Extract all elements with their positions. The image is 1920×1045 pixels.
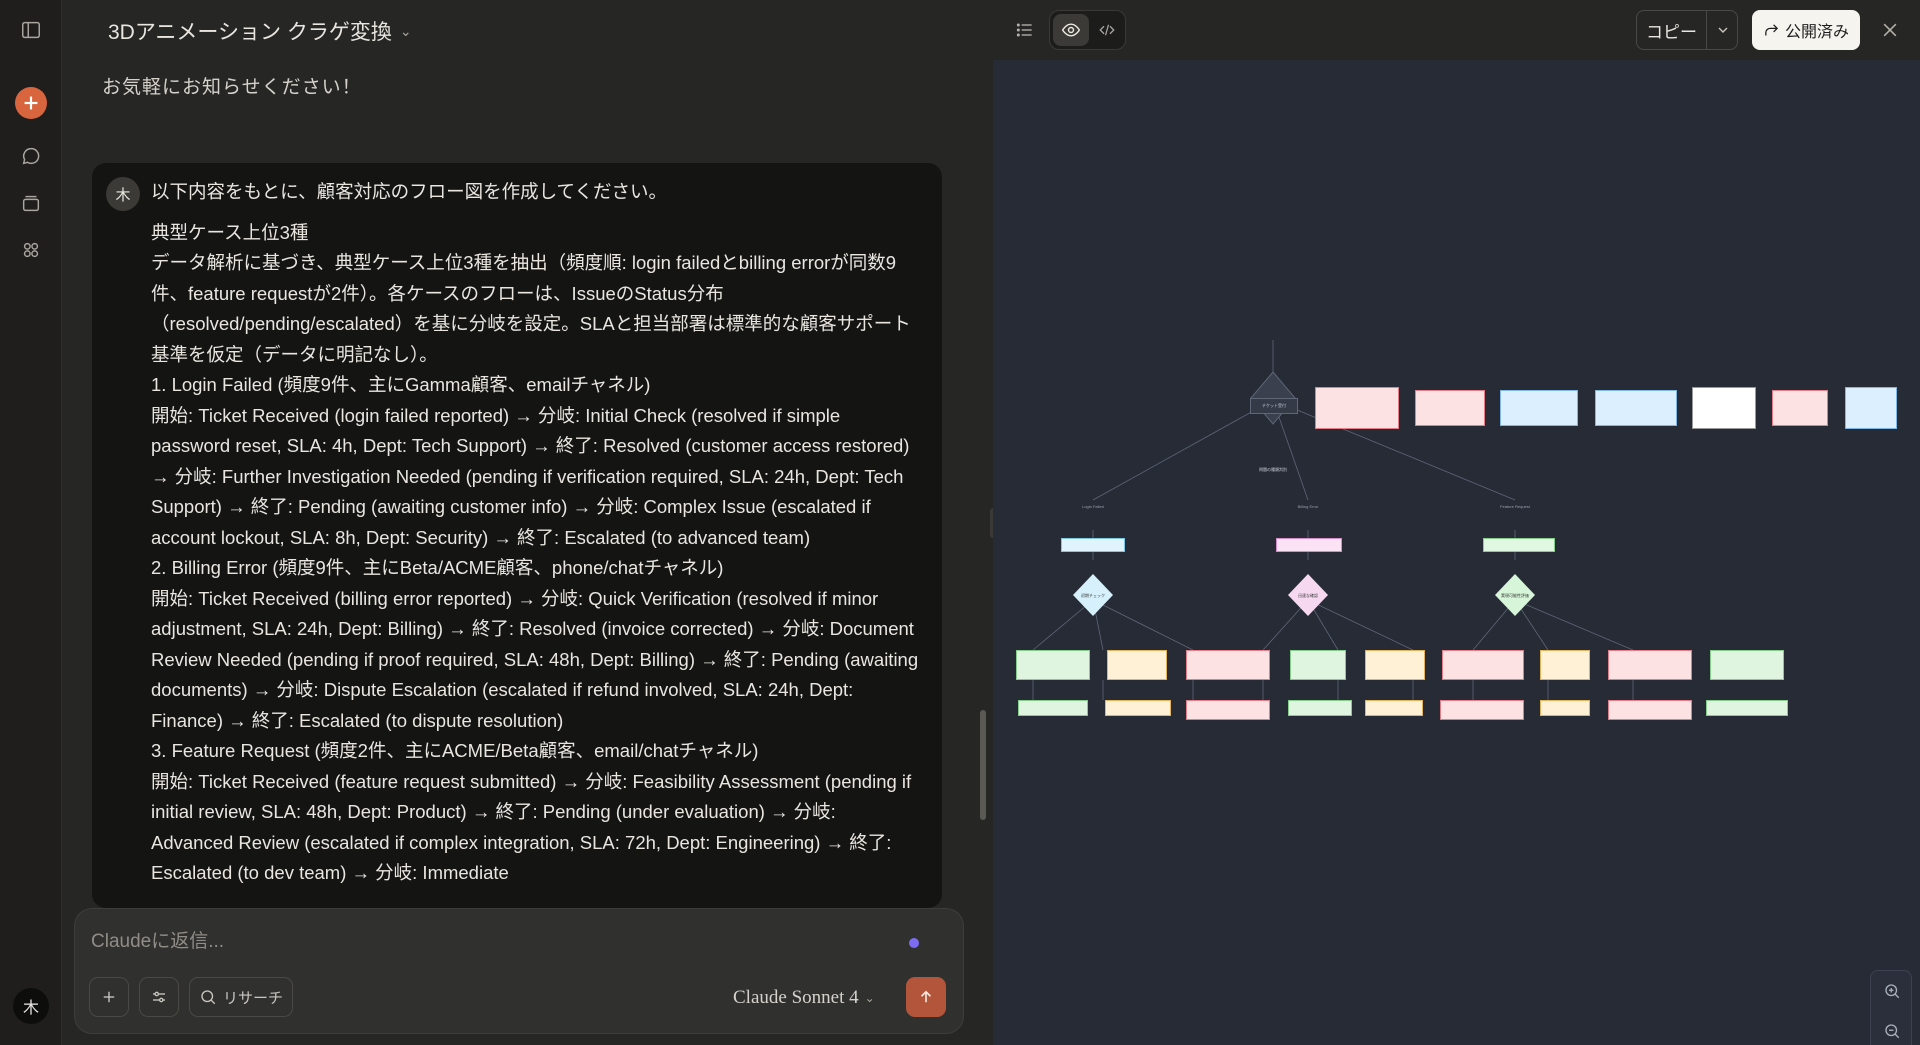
end-node <box>1186 700 1270 720</box>
message-line: 2. Billing Error (頻度9件、主にBeta/ACME顧客、pho… <box>151 557 724 578</box>
legend-card <box>1595 390 1677 426</box>
zoom-in-icon[interactable] <box>1871 971 1913 1011</box>
legend-card <box>1415 390 1485 426</box>
branch-label: Billing Error <box>1297 504 1319 509</box>
plus-icon <box>103 991 115 1003</box>
status-dot-icon <box>909 938 919 948</box>
send-button[interactable] <box>906 977 946 1017</box>
view-toggle <box>1049 10 1126 50</box>
branch-check-label: 迅速な確認 <box>1298 593 1318 598</box>
branch-node <box>1276 538 1342 552</box>
chat-pane: 3Dアニメーション クラゲ変換 ⌄ お気軽にお知らせください！ 木 以下内容をも… <box>62 0 992 1045</box>
zoom-controls <box>1870 970 1912 1045</box>
legend-card <box>1692 387 1756 429</box>
previous-assistant-message: お気軽にお知らせください！ <box>102 77 362 98</box>
end-node <box>1105 700 1171 716</box>
model-selector[interactable]: Claude Sonnet 4 ⌄ <box>733 987 875 1009</box>
message-line: 開始: Ticket Received (billing error repor… <box>151 587 919 731</box>
outcome-node <box>1186 650 1270 680</box>
end-node <box>1018 700 1088 716</box>
research-button[interactable]: リサーチ <box>189 977 293 1017</box>
end-node <box>1706 700 1788 716</box>
zoom-out-icon[interactable] <box>1871 1011 1913 1045</box>
legend-card <box>1315 387 1399 429</box>
message-line: 開始: Ticket Received (login failed report… <box>151 404 910 548</box>
branch-label: Login Failed <box>1082 504 1104 509</box>
publish-button[interactable]: 公開済み <box>1752 10 1860 50</box>
end-node <box>1365 700 1423 716</box>
flowchart-root-decision: 問題の種類判別 <box>1259 467 1287 472</box>
branch-label: Feature Request <box>1500 504 1530 509</box>
branch-node <box>1061 538 1125 552</box>
end-node <box>1440 700 1524 720</box>
eye-icon <box>1061 23 1081 37</box>
branch-node <box>1483 538 1555 552</box>
end-node <box>1540 700 1590 716</box>
message-line: 1. Login Failed (頻度9件、主にGamma顧客、emailチャネ… <box>151 374 651 395</box>
end-node <box>1288 700 1352 716</box>
legend-card <box>1500 390 1578 426</box>
code-tab[interactable] <box>1090 14 1124 46</box>
message-line: データ解析に基づき、典型ケース上位3種を抽出（頻度順: login failed… <box>151 252 911 365</box>
code-icon <box>1099 24 1115 36</box>
outcome-node <box>1107 650 1167 680</box>
list-icon[interactable] <box>1013 18 1037 42</box>
outcome-node <box>1710 650 1784 680</box>
user-message: 木 以下内容をもとに、顧客対応のフロー図を作成してください。 典型ケース上位3種… <box>92 163 942 908</box>
artifacts-icon[interactable] <box>14 233 48 267</box>
research-icon <box>201 990 216 1005</box>
chat-icon[interactable] <box>14 139 48 173</box>
flowchart-connectors <box>1032 340 1634 700</box>
reply-input[interactable] <box>91 927 791 957</box>
copy-button[interactable]: コピー <box>1637 11 1707 49</box>
outcome-node <box>1608 650 1692 680</box>
message-line: 3. Feature Request (頻度2件、主にACME/Beta顧客、e… <box>151 740 759 761</box>
copy-menu-chevron-icon[interactable] <box>1708 11 1738 49</box>
outcome-node <box>1540 650 1590 680</box>
chat-title: 3Dアニメーション クラゲ変換 <box>108 21 392 44</box>
branch-check-label: 初期チェック <box>1081 593 1105 598</box>
sliders-icon <box>153 991 165 1003</box>
attach-button[interactable] <box>89 977 129 1017</box>
publish-label: 公開済み <box>1784 24 1849 41</box>
outcome-node <box>1365 650 1425 680</box>
artifact-pane: コピー 公開済み <box>993 0 1920 1045</box>
artifact-toolbar: コピー 公開済み <box>993 0 1920 60</box>
legend-card <box>1772 390 1828 426</box>
message-line: 開始: Ticket Received (feature request sub… <box>151 770 912 884</box>
user-message-text: 以下内容をもとに、顧客対応のフロー図を作成してください。 典型ケース上位3種 デ… <box>151 177 921 889</box>
composer: リサーチ Claude Sonnet 4 ⌄ <box>74 908 964 1034</box>
sidebar-toggle-icon[interactable] <box>14 13 48 47</box>
message-avatar: 木 <box>106 177 140 211</box>
outcome-node <box>1442 650 1524 680</box>
chat-scrollbar[interactable] <box>980 710 986 820</box>
model-label: Claude Sonnet 4 <box>733 987 859 1008</box>
branch-check-label: 実現可能性評価 <box>1501 593 1529 598</box>
user-avatar[interactable]: 木 <box>13 988 49 1024</box>
projects-icon[interactable] <box>14 186 48 220</box>
outcome-node <box>1290 650 1346 680</box>
preview-tab[interactable] <box>1053 14 1089 46</box>
chevron-down-icon: ⌄ <box>399 22 412 39</box>
close-icon[interactable] <box>1878 18 1902 42</box>
end-node <box>1608 700 1692 720</box>
artifact-canvas[interactable]: チケット受付 問題の種類判別 Login Failed Billing Erro… <box>993 60 1920 1045</box>
tools-button[interactable] <box>139 977 179 1017</box>
copy-group: コピー <box>1636 10 1738 50</box>
new-chat-button[interactable] <box>15 87 47 119</box>
flowchart-start-node: チケット受付 <box>1250 398 1298 414</box>
message-line: 典型ケース上位3種 <box>151 221 309 243</box>
chat-title-menu[interactable]: 3Dアニメーション クラゲ変換 ⌄ <box>108 16 412 46</box>
message-intro: 以下内容をもとに、顧客対応のフロー図を作成してください。 <box>151 181 667 202</box>
legend-card <box>1845 387 1897 429</box>
left-rail: 木 <box>0 0 62 1045</box>
chevron-down-icon: ⌄ <box>864 991 875 1005</box>
research-label: リサーチ <box>222 989 283 1007</box>
outcome-node <box>1016 650 1090 680</box>
share-arrow-icon <box>1765 23 1779 35</box>
arrow-up-icon <box>920 990 932 1003</box>
